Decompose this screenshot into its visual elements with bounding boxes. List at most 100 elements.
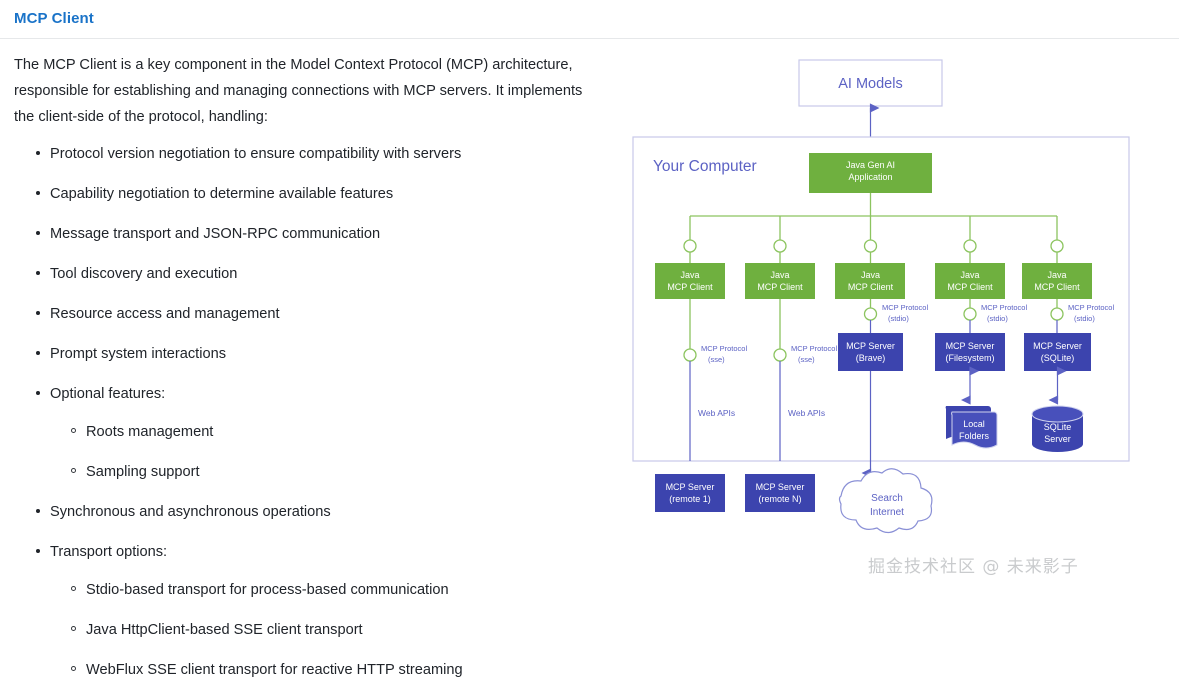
feature-item-label: Protocol version negotiation to ensure c… — [50, 146, 462, 162]
local-server-1-line1: MCP Server — [946, 341, 995, 351]
feature-item-label: Tool discovery and execution — [50, 266, 238, 282]
client-bus-lines — [689, 193, 1058, 240]
protocol-4-line2: (stdio) — [1074, 314, 1095, 323]
sub-bullet-icon — [71, 626, 76, 631]
bullet-icon — [36, 151, 40, 155]
store-0-line2: Folders — [959, 431, 990, 441]
feature-item-label: Message transport and JSON-RPC communica… — [50, 226, 381, 242]
feature-item-label: Transport options: — [50, 544, 168, 560]
client-connector-ports — [683, 239, 1064, 263]
client-3-line2: MCP Client — [947, 282, 993, 292]
sub-bullet-icon — [71, 428, 76, 433]
remote-server-0-line2: (remote 1) — [669, 494, 711, 504]
sqlite-server-cylinder: SQLite Server — [1031, 405, 1084, 452]
article-body: The MCP Client is a key component in the… — [14, 52, 594, 700]
feature-item: Resource access and management — [14, 304, 594, 324]
protocol-3-line1: MCP Protocol — [981, 303, 1027, 312]
feature-item: Synchronous and asynchronous operations — [14, 502, 594, 522]
architecture-diagram: AI Models Your Computer Java Gen AI Appl… — [620, 44, 1165, 564]
client-2-line2: MCP Client — [848, 282, 894, 292]
client-3-line1: Java — [960, 270, 979, 280]
bullet-icon — [36, 509, 40, 513]
client-4-line2: MCP Client — [1034, 282, 1080, 292]
protocol-0-line1: MCP Protocol — [701, 344, 747, 353]
feature-list: Protocol version negotiation to ensure c… — [14, 144, 594, 680]
feature-item: Prompt system interactions — [14, 344, 594, 364]
store-0-line1: Local — [963, 419, 985, 429]
document-header: MCP Client — [0, 0, 1179, 39]
feature-subitem: Stdio-based transport for process-based … — [50, 580, 594, 600]
web-apis-label-1: Web APIs — [788, 408, 825, 418]
client-2-line1: Java — [861, 270, 880, 280]
bullet-icon — [36, 391, 40, 395]
client-1-line1: Java — [770, 270, 789, 280]
bullet-icon — [36, 549, 40, 553]
protocol-1-line1: MCP Protocol — [791, 344, 837, 353]
remote-server-0-line1: MCP Server — [666, 482, 715, 492]
bullet-icon — [36, 271, 40, 275]
web-apis-label-0: Web APIs — [698, 408, 735, 418]
your-computer-label: Your Computer — [653, 158, 757, 175]
java-mcp-client-boxes: Java MCP Client Java MCP Client Java MCP… — [655, 263, 1092, 299]
header-divider — [0, 38, 1179, 39]
sub-bullet-icon — [71, 666, 76, 671]
bullet-icon — [36, 311, 40, 315]
feature-subitem-label: WebFlux SSE client transport for reactiv… — [86, 662, 463, 678]
java-gen-ai-app-line1: Java Gen AI — [846, 160, 895, 170]
client-0-line1: Java — [680, 270, 699, 280]
feature-subitem-label: Java HttpClient-based SSE client transpo… — [86, 622, 363, 638]
feature-item-label: Synchronous and asynchronous operations — [50, 504, 331, 520]
protocol-2-line2: (stdio) — [888, 314, 909, 323]
feature-item-label: Prompt system interactions — [50, 346, 226, 362]
stdio-protocol-ports: MCP Protocol (stdio) MCP Protocol (stdio… — [863, 299, 1114, 333]
remote-mcp-server-boxes: MCP Server (remote 1) MCP Server (remote… — [655, 474, 815, 512]
java-gen-ai-app-box — [809, 153, 932, 193]
sse-protocol-ports: MCP Protocol (sse) MCP Protocol (sse) — [683, 299, 837, 461]
local-server-1-line2: (Filesystem) — [946, 353, 995, 363]
client-0-line2: MCP Client — [667, 282, 713, 292]
page-root: MCP Client The MCP Client is a key compo… — [0, 0, 1179, 678]
protocol-3-line2: (stdio) — [987, 314, 1008, 323]
feature-item-label: Capability negotiation to determine avai… — [50, 186, 394, 202]
cloud-line2: Internet — [870, 507, 904, 518]
protocol-4-line1: MCP Protocol — [1068, 303, 1114, 312]
page-title: MCP Client — [14, 10, 94, 27]
feature-item-label: Optional features: — [50, 386, 166, 402]
feature-item: Capability negotiation to determine avai… — [14, 184, 594, 204]
protocol-1-line2: (sse) — [798, 355, 815, 364]
ai-models-label: AI Models — [838, 76, 902, 92]
feature-subitem-label: Roots management — [86, 424, 214, 440]
feature-subitem-label: Sampling support — [86, 464, 200, 480]
local-mcp-server-boxes: MCP Server (Brave) MCP Server (Filesyste… — [838, 333, 1091, 371]
feature-subitem: WebFlux SSE client transport for reactiv… — [50, 660, 594, 680]
java-gen-ai-app-line2: Application — [848, 172, 892, 182]
local-server-2-line1: MCP Server — [1033, 341, 1082, 351]
bullet-icon — [36, 351, 40, 355]
search-internet-cloud: Search Internet — [838, 468, 933, 534]
feature-subitem-label: Stdio-based transport for process-based … — [86, 582, 449, 598]
local-server-2-line2: (SQLite) — [1041, 353, 1075, 363]
ai-models-box — [798, 59, 943, 107]
intro-paragraph: The MCP Client is a key component in the… — [14, 57, 583, 125]
feature-item: Transport options: Stdio-based transport … — [14, 542, 594, 680]
local-server-0-line1: MCP Server — [846, 341, 895, 351]
feature-item: Tool discovery and execution — [14, 264, 594, 284]
feature-subitem: Roots management — [50, 422, 594, 442]
store-1-line2: Server — [1044, 434, 1071, 444]
feature-sublist: Stdio-based transport for process-based … — [50, 580, 594, 680]
remote-server-1-line1: MCP Server — [756, 482, 805, 492]
store-1-line1: SQLite — [1044, 422, 1072, 432]
protocol-2-line1: MCP Protocol — [882, 303, 928, 312]
bullet-icon — [36, 231, 40, 235]
bullet-icon — [36, 191, 40, 195]
local-folders-shape: Local Folders — [945, 406, 998, 449]
sub-bullet-icon — [71, 468, 76, 473]
feature-subitem: Sampling support — [50, 462, 594, 482]
feature-item-label: Resource access and management — [50, 306, 280, 322]
local-server-0-line2: (Brave) — [856, 353, 886, 363]
cloud-line1: Search — [871, 493, 903, 504]
remote-server-1-line2: (remote N) — [758, 494, 801, 504]
feature-item: Message transport and JSON-RPC communica… — [14, 224, 594, 244]
